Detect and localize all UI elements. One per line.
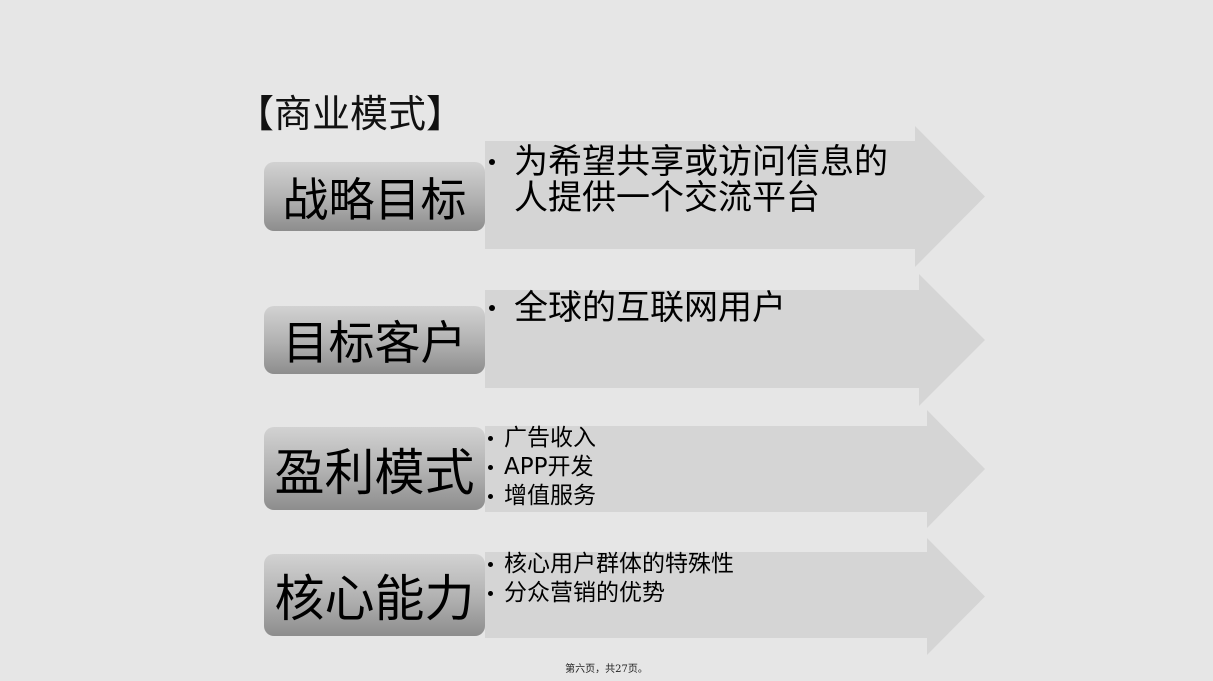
row-label-profit-model: 盈利模式 <box>264 427 485 510</box>
list-item: 增值服务 <box>486 482 596 511</box>
bullet-list-profit-model: 广告收入 APP开发 增值服务 <box>486 424 596 511</box>
arrow-shape <box>485 126 985 267</box>
bullet-list-target-customer: 全球的互联网用户 <box>486 290 786 326</box>
page-footer: 第六页，共27页。 <box>565 664 648 675</box>
row-label-target-customer: 目标客户 <box>264 306 485 374</box>
slide-title: 【商业模式】 <box>236 92 465 136</box>
bullet-dot <box>489 305 495 311</box>
bullet-list-core-competence: 核心用户群体的特殊性 分众营销的优势 <box>486 550 734 608</box>
row-label-strategy-goal: 战略目标 <box>264 162 485 231</box>
bullet-dot <box>488 494 493 499</box>
list-item: 分众营销的优势 <box>486 579 734 608</box>
bullet-list-strategy-goal: 为希望共享或访问信息的 人提供一个交流平台 <box>486 144 888 216</box>
bullet-dot <box>488 436 493 441</box>
list-item: 广告收入 <box>486 424 596 453</box>
arrow-shape <box>485 538 985 655</box>
row-label-core-competence: 核心能力 <box>264 554 485 636</box>
list-item: 人提供一个交流平台 <box>514 178 820 218</box>
list-item: 为希望共享或访问信息的 <box>486 144 888 180</box>
bullet-dot <box>488 562 493 567</box>
arrow-shape <box>485 410 985 528</box>
arrow-shape <box>485 274 985 406</box>
list-item: 全球的互联网用户 <box>486 290 786 326</box>
bullet-dot <box>488 465 493 470</box>
list-item: 核心用户群体的特殊性 <box>486 550 734 579</box>
bullet-dot <box>489 159 495 165</box>
list-item: APP开发 <box>486 453 596 482</box>
bullet-dot <box>488 591 493 596</box>
